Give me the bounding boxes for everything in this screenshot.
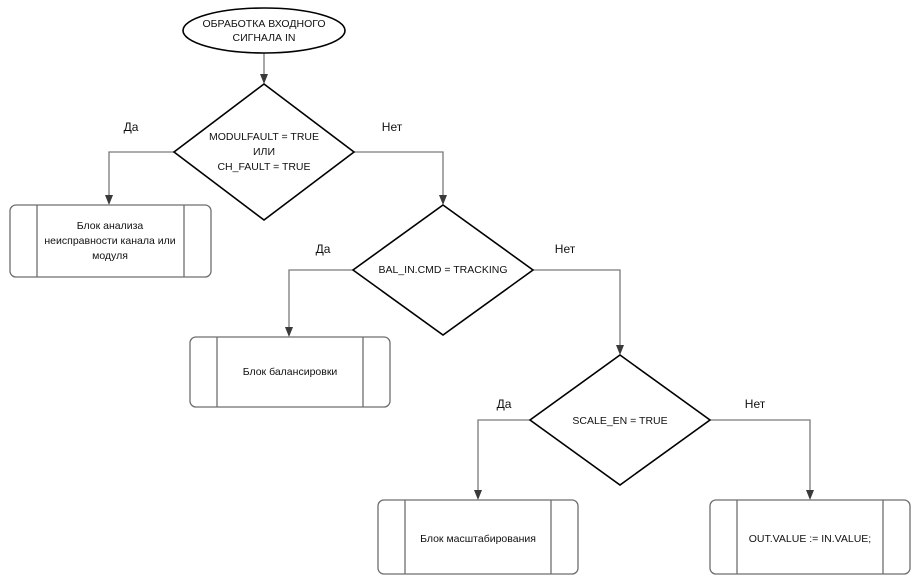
arrowhead-scale-yes xyxy=(474,490,482,500)
node-start[interactable]: ОБРАБОТКА ВХОДНОГО СИГНАЛА IN xyxy=(182,7,346,54)
edge-label-fault-no: Нет xyxy=(382,120,403,134)
decision-diamond-shape xyxy=(528,354,712,486)
node-decision-fault-line1: MODULFAULT = TRUE xyxy=(209,131,319,143)
terminator-oval-shape xyxy=(182,7,346,54)
connector-tracking-yes xyxy=(288,269,353,329)
arrowhead-tracking-no xyxy=(616,345,624,355)
connector-tracking-no xyxy=(533,269,621,347)
edge-label-tracking-yes: Да xyxy=(316,242,331,256)
node-decision-scale[interactable]: SCALE_EN = TRUE xyxy=(528,354,712,486)
arrowhead-scale-no xyxy=(806,490,814,500)
arrowhead-fault-no xyxy=(439,195,447,205)
node-decision-fault-line2: ИЛИ xyxy=(253,146,275,158)
node-block-fault-analysis-line2: неисправности канала или xyxy=(44,235,175,247)
predefined-process-shape xyxy=(9,204,212,278)
node-block-scaling[interactable]: Блок масштабирования xyxy=(377,499,579,575)
predefined-process-shape xyxy=(189,336,391,408)
node-block-balancing[interactable]: Блок балансировки xyxy=(189,336,391,408)
edge-label-scale-no: Нет xyxy=(745,397,766,411)
node-block-scaling-line1: Блок масштабирования xyxy=(420,533,536,545)
connector-scale-no xyxy=(710,419,811,492)
arrowhead-fault-yes xyxy=(105,195,113,205)
decision-diamond-shape xyxy=(351,204,535,336)
node-block-passthrough-line1: OUT.VALUE := IN.VALUE; xyxy=(749,533,871,545)
predefined-process-shape xyxy=(377,499,579,575)
decision-diamond-shape xyxy=(172,82,356,222)
node-start-line1: ОБРАБОТКА ВХОДНОГО xyxy=(202,18,325,30)
node-decision-scale-line1: SCALE_EN = TRUE xyxy=(572,415,667,427)
connector-fault-no xyxy=(354,151,444,197)
arrowhead-tracking-yes xyxy=(285,327,293,337)
node-decision-tracking[interactable]: BAL_IN.CMD = TRACKING xyxy=(351,204,535,336)
edge-label-tracking-no: Нет xyxy=(555,242,576,256)
predefined-process-shape xyxy=(709,499,911,575)
node-block-passthrough[interactable]: OUT.VALUE := IN.VALUE; xyxy=(709,499,911,575)
node-decision-fault[interactable]: MODULFAULT = TRUE ИЛИ CH_FAULT = TRUE xyxy=(172,82,356,222)
arrowhead-start-to-fault xyxy=(260,74,268,84)
edge-label-scale-yes: Да xyxy=(497,397,512,411)
node-block-fault-analysis[interactable]: Блок анализа неисправности канала или мо… xyxy=(9,204,212,278)
connector-fault-yes xyxy=(108,151,174,197)
node-decision-fault-line3: CH_FAULT = TRUE xyxy=(217,161,310,173)
node-decision-tracking-line1: BAL_IN.CMD = TRACKING xyxy=(378,264,507,276)
node-block-fault-analysis-line1: Блок анализа xyxy=(77,220,144,232)
connector-scale-yes xyxy=(477,419,530,492)
edge-label-fault-yes: Да xyxy=(124,120,139,134)
node-block-fault-analysis-line3: модуля xyxy=(92,250,128,262)
node-block-balancing-line1: Блок балансировки xyxy=(243,366,338,378)
node-start-line2: СИГНАЛА IN xyxy=(233,32,296,44)
connector-layer xyxy=(105,53,814,500)
